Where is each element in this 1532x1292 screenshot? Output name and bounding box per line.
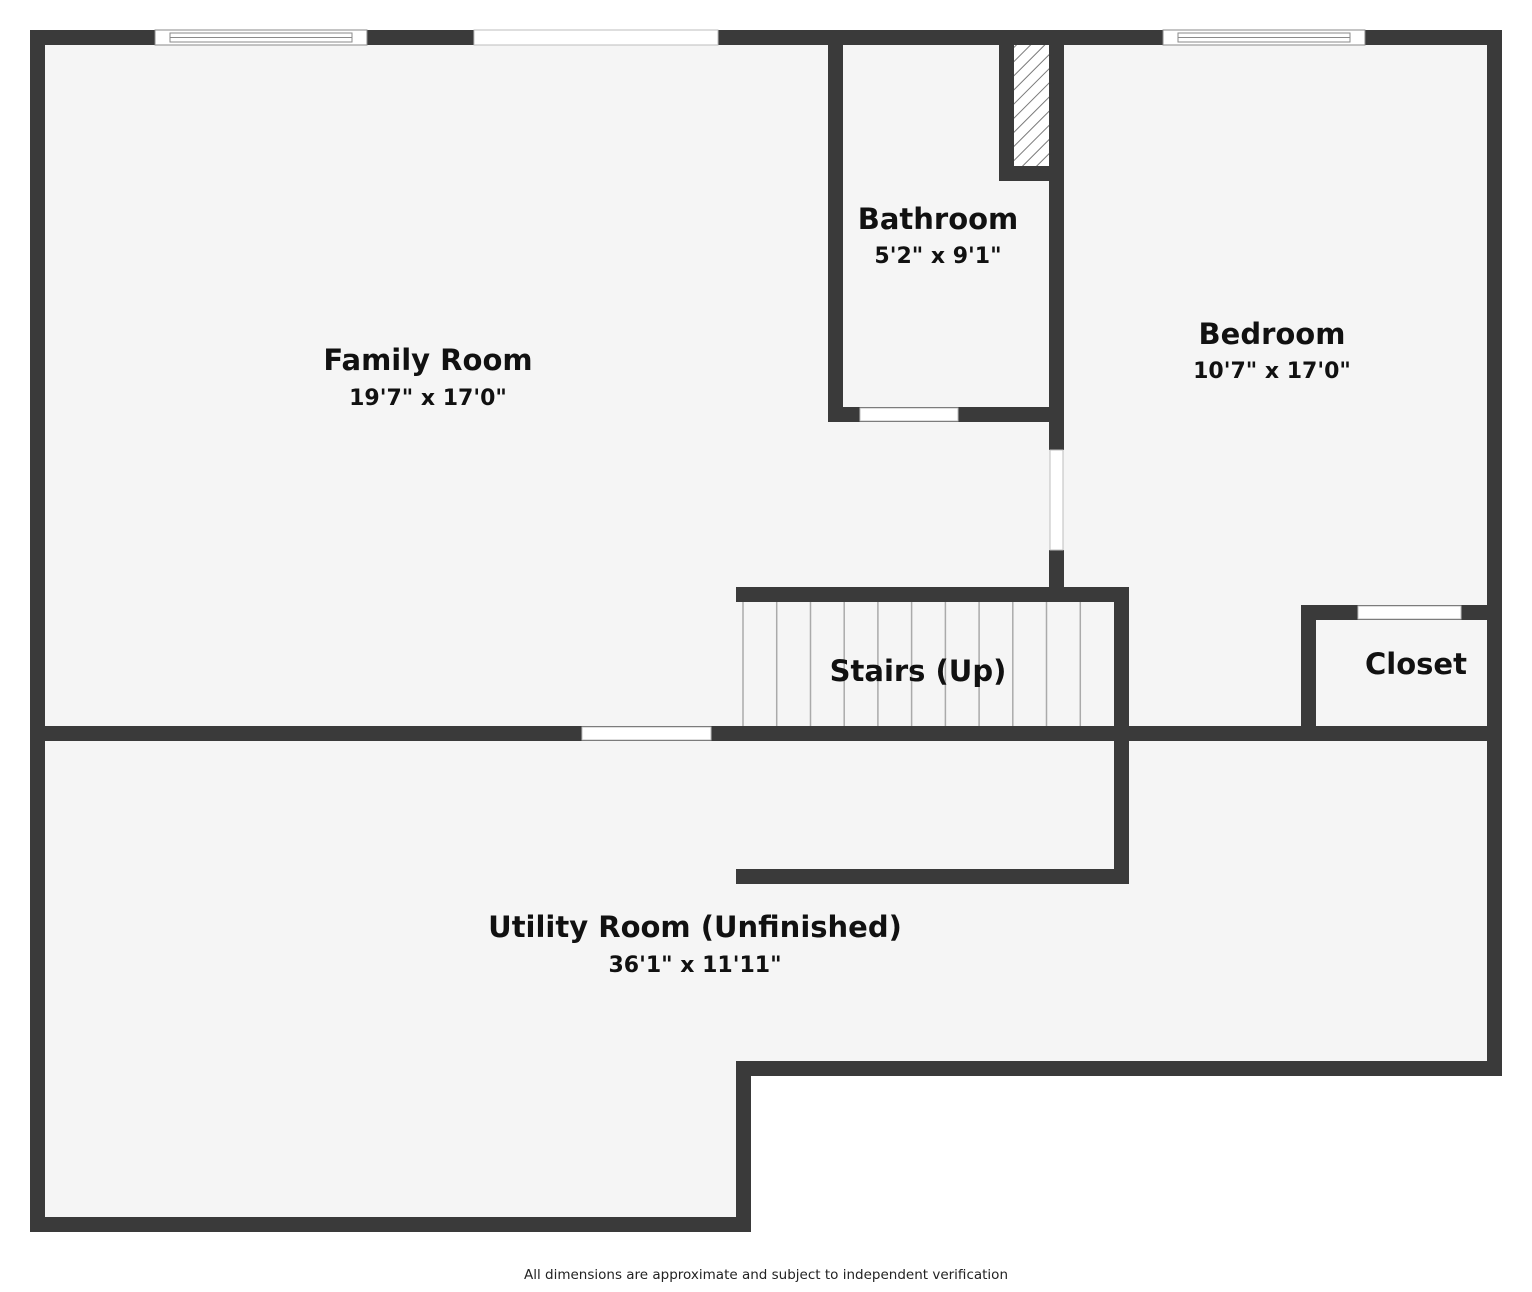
wall-middle-horizontal <box>30 726 1502 741</box>
wall-exterior-step <box>736 1061 751 1232</box>
openings <box>473 29 1462 741</box>
wall-closet-left <box>1301 605 1316 741</box>
wall-shaft-bottom <box>999 166 1064 181</box>
utility-room-name: Utility Room (Unfinished) <box>488 910 902 944</box>
wall-exterior-bottom-left <box>30 1217 751 1232</box>
stair-treads <box>742 602 1082 726</box>
door-bedroom <box>1049 449 1064 551</box>
door-closet <box>1357 605 1462 620</box>
family-room-name: Family Room <box>323 343 532 377</box>
wall-shaft-left <box>999 30 1014 181</box>
bedroom-name: Bedroom <box>1199 317 1346 351</box>
wall-exterior-left <box>30 30 45 1232</box>
opening-family-top <box>473 29 719 46</box>
closet-label: Closet <box>1365 647 1467 681</box>
floor-area <box>37 37 1494 1224</box>
wall-exterior-bottom-right <box>736 1061 1502 1076</box>
wall-stairs-top <box>736 587 1129 602</box>
family-room-dimensions: 19'7" x 17'0" <box>349 386 507 411</box>
bathroom-name: Bathroom <box>858 202 1019 236</box>
wall-exterior-right-upper <box>1487 30 1502 1076</box>
stairs-label: Stairs (Up) <box>830 654 1007 688</box>
window-family-room <box>154 29 368 46</box>
bathroom-dimensions: 5'2" x 9'1" <box>874 244 1001 269</box>
bedroom-dimensions: 10'7" x 17'0" <box>1193 359 1351 384</box>
windows <box>154 29 1366 46</box>
window-bedroom <box>1162 29 1366 46</box>
wall-utility-stub <box>736 869 1129 884</box>
wall-bathroom-left <box>828 30 843 422</box>
disclaimer-note: All dimensions are approximate and subje… <box>523 1267 1008 1283</box>
wall-stairs-right <box>1114 587 1129 884</box>
utility-room-dimensions: 36'1" x 11'11" <box>608 953 781 978</box>
hatched-shaft <box>1014 44 1050 166</box>
wall-bathroom-right <box>1049 30 1064 450</box>
door-family-utility <box>581 726 712 741</box>
door-bathroom <box>859 407 959 422</box>
wall-exterior-top <box>30 30 1502 45</box>
